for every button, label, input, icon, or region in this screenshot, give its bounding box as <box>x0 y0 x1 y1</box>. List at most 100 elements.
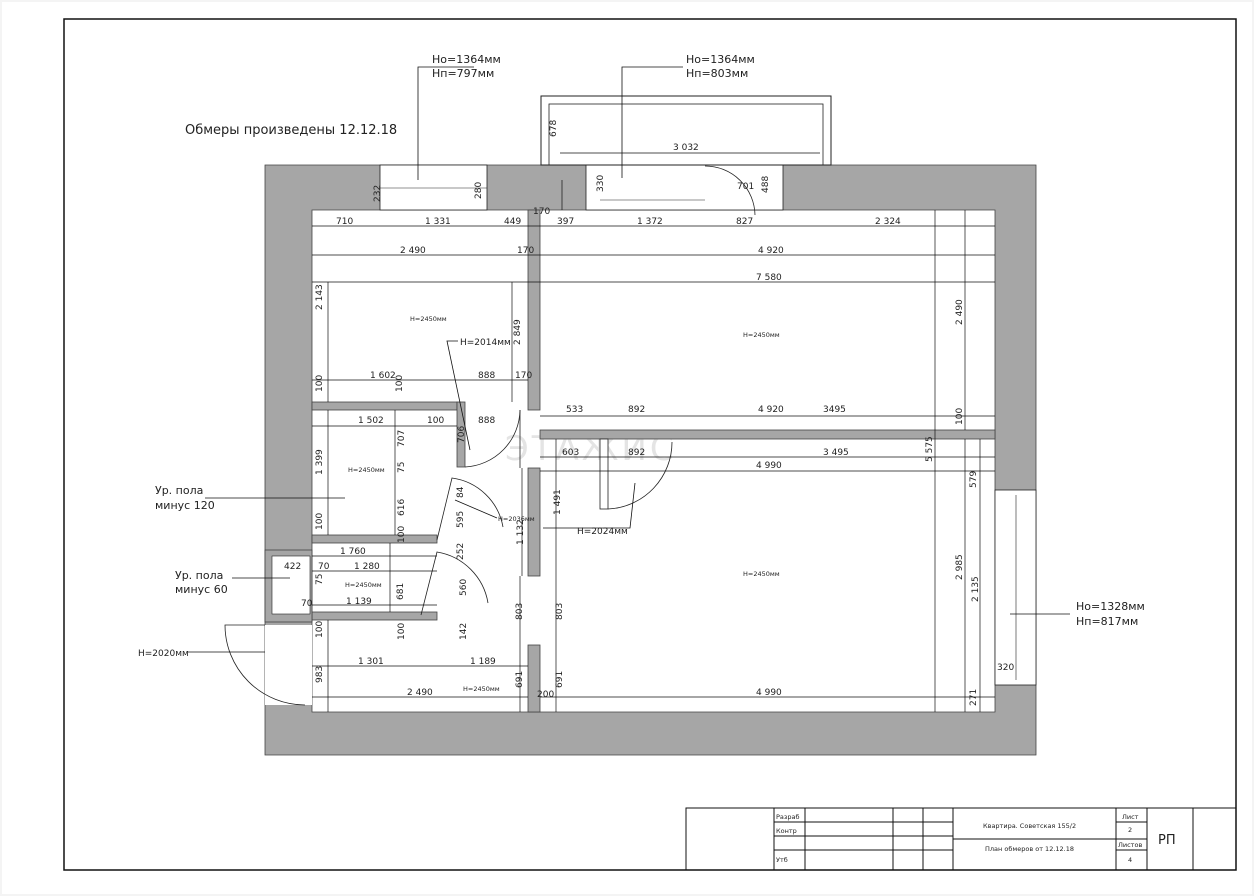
dimension-label: 1 602 <box>370 371 396 381</box>
dimension-label: 200 <box>537 690 554 700</box>
window-right <box>994 489 1037 686</box>
window-right-height-o: Ho=1328мм <box>1076 600 1145 613</box>
dimension-label: 280 <box>474 182 484 199</box>
dimension-label: 1 331 <box>425 217 451 227</box>
dimension-label: 100 <box>397 526 407 543</box>
dimension-label: 803 <box>515 603 525 620</box>
floor-note-1-line2: минус 120 <box>155 499 215 512</box>
room-height-label: H=2450мм <box>743 570 780 578</box>
dimension-label: 888 <box>478 416 495 426</box>
dimension-label: 1 760 <box>340 547 366 557</box>
dimension-label: 595 <box>456 511 466 528</box>
doors <box>224 165 756 706</box>
dimension-label: 603 <box>562 448 579 458</box>
window-left-height-p: Hп=797мм <box>432 67 494 80</box>
dimension-label: 533 <box>566 405 583 415</box>
dimension-label: 75 <box>315 574 325 585</box>
dimension-label: 142 <box>459 623 469 640</box>
dimension-label: 888 <box>478 371 495 381</box>
dimension-label: 579 <box>969 471 979 488</box>
dimension-label: 271 <box>969 689 979 706</box>
dimension-label: 397 <box>557 217 574 227</box>
callout-leaders <box>188 66 1070 653</box>
floor-note-2-line1: Ур. пола <box>175 569 223 582</box>
dimension-label: 75 <box>397 462 407 473</box>
dimension-label: 100 <box>427 416 444 426</box>
dimension-label: 706 <box>457 426 467 443</box>
dimension-label: 84 <box>456 486 466 498</box>
window-right-height-p: Hп=817мм <box>1076 615 1138 628</box>
room-height-label: H=2450мм <box>410 315 447 323</box>
stamp-drawing-name: План обмеров от 12.12.18 <box>985 845 1074 853</box>
dimension-label: 7 580 <box>756 273 782 283</box>
dimension-label: 1 372 <box>637 217 663 227</box>
dimension-label: 100 <box>955 408 965 425</box>
door-bath-height: H=2036мм <box>498 515 535 523</box>
stamp-sheet-label: Лист <box>1122 813 1139 821</box>
dimension-label: 2 490 <box>407 688 433 698</box>
dimension-label: 1 132 <box>516 519 526 545</box>
dimension-label: 1 280 <box>354 562 380 572</box>
dimension-label: 983 <box>315 666 325 683</box>
stamp-project: Квартира. Советская 155/2 <box>983 822 1076 830</box>
stamp-sheets-label: Листов <box>1118 841 1142 849</box>
dimension-label: 803 <box>555 603 565 620</box>
survey-title: Обмеры произведены 12.12.18 <box>185 123 397 138</box>
dimension-label: 2 143 <box>315 284 325 310</box>
balcony-door-window <box>585 164 784 211</box>
dimension-label: 449 <box>504 217 521 227</box>
room-height-label: H=2450мм <box>463 685 500 693</box>
floor-note-1-line1: Ур. пола <box>155 484 203 497</box>
dimension-label: 827 <box>736 217 753 227</box>
window-balcony-height-p: Hп=803мм <box>686 67 748 80</box>
dimension-label: 678 <box>549 120 559 137</box>
dimension-label: 4 920 <box>758 405 784 415</box>
window-balcony-height-o: Ho=1364мм <box>686 53 755 66</box>
dimension-label: 488 <box>761 176 771 193</box>
dimension-label: 1 139 <box>346 597 372 607</box>
dimension-label: 3495 <box>823 405 846 415</box>
dimension-label: 252 <box>456 543 466 560</box>
dimension-label: 560 <box>459 579 469 596</box>
dimension-label: 892 <box>628 405 645 415</box>
entrance-opening <box>265 625 312 705</box>
dimension-label: 1 491 <box>553 489 563 515</box>
dimension-label: 4 990 <box>756 461 782 471</box>
balcony <box>540 95 832 166</box>
dimension-label: 3 495 <box>823 448 849 458</box>
dimension-label: 100 <box>397 623 407 640</box>
room-height-label: H=2450мм <box>345 581 382 589</box>
door-room-height: H=2024мм <box>577 527 628 537</box>
dimension-label: 1 399 <box>315 449 325 475</box>
dimension-label: 70 <box>318 562 330 572</box>
door-mid-height: H=2014мм <box>460 338 511 348</box>
stamp-stage: РП <box>1158 833 1176 848</box>
dimension-label: 1 189 <box>470 657 496 667</box>
dimension-label: 2 849 <box>513 319 523 345</box>
title-block <box>685 807 1237 871</box>
drawing-frame <box>63 18 1237 871</box>
dimension-label: 5 575 <box>925 436 935 462</box>
floor-note-2-line2: минус 60 <box>175 583 228 596</box>
balcony-inner <box>548 103 824 166</box>
window-left-height-o: Ho=1364мм <box>432 53 501 66</box>
dimension-label: 4 990 <box>756 688 782 698</box>
dimension-label: 4 920 <box>758 246 784 256</box>
dimension-label: 320 <box>997 663 1014 673</box>
stamp-sheets-value: 4 <box>1128 856 1132 864</box>
dimension-label: 707 <box>397 430 407 447</box>
dimension-label: 170 <box>515 371 532 381</box>
dimension-label: 422 <box>284 562 301 572</box>
dimension-label: 701 <box>737 182 754 192</box>
dimension-label: 892 <box>628 448 645 458</box>
dimension-label: 2 985 <box>955 554 965 580</box>
room-height-label: H=2450мм <box>348 466 385 474</box>
door-left-height: H=2020мм <box>138 649 189 659</box>
dimension-label: 170 <box>517 246 534 256</box>
dimension-label: 330 <box>596 175 606 192</box>
window-left <box>379 164 488 211</box>
dimension-label: 2 135 <box>971 576 981 602</box>
dimension-label: 3 032 <box>673 143 699 153</box>
